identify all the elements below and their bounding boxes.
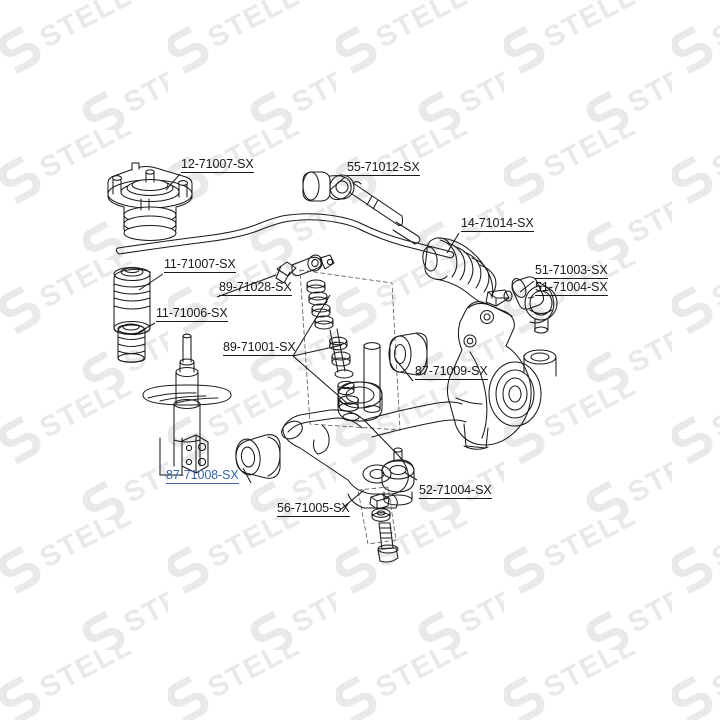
part-stabilizer-bar	[115, 213, 455, 259]
part-label-89-71001-sx[interactable]: 89-71001-SX	[223, 340, 296, 356]
part-control-arm-bush-front	[235, 434, 281, 479]
part-shock-absorber	[142, 333, 232, 476]
part-label-51-71003-sx[interactable]: 51-71003-SX	[535, 263, 608, 279]
part-control-arm-bush-rear	[388, 332, 428, 376]
part-label-51-71004-sx[interactable]: 51-71004-SX	[535, 280, 608, 296]
part-label-87-71009-sx[interactable]: 87-71009-SX	[415, 364, 488, 380]
part-stabilizer-link	[275, 254, 335, 284]
part-label-11-71007-sx[interactable]: 11-71007-SX	[164, 257, 236, 273]
part-label-55-71012-sx[interactable]: 55-71012-SX	[347, 160, 420, 176]
leader-89-71001-fan	[292, 294, 349, 405]
part-label-52-71004-sx[interactable]: 52-71004-SX	[419, 483, 492, 499]
part-inner-tie-rod	[302, 171, 421, 245]
part-steering-rack-boot	[422, 237, 513, 307]
part-bump-stop-large	[113, 266, 151, 336]
part-label-11-71006-sx[interactable]: 11-71006-SX	[156, 306, 228, 322]
part-ball-joint	[381, 447, 415, 506]
part-label-56-71005-sx[interactable]: 56-71005-SX	[277, 501, 350, 517]
part-label-12-71007-sx[interactable]: 12-71007-SX	[181, 157, 254, 173]
part-label-89-71028-sx[interactable]: 89-71028-SX	[219, 280, 292, 296]
part-lower-control-arm	[281, 381, 467, 509]
part-label-87-71008-sx[interactable]: 87-71008-SX	[166, 468, 239, 484]
part-steering-knuckle	[446, 301, 557, 450]
part-control-arm-bolt	[357, 486, 399, 563]
leader-12-71007	[165, 173, 181, 191]
part-tie-rod-end	[511, 276, 558, 334]
part-label-14-71014-sx[interactable]: 14-71014-SX	[461, 216, 534, 232]
part-strut-mount	[107, 162, 193, 242]
